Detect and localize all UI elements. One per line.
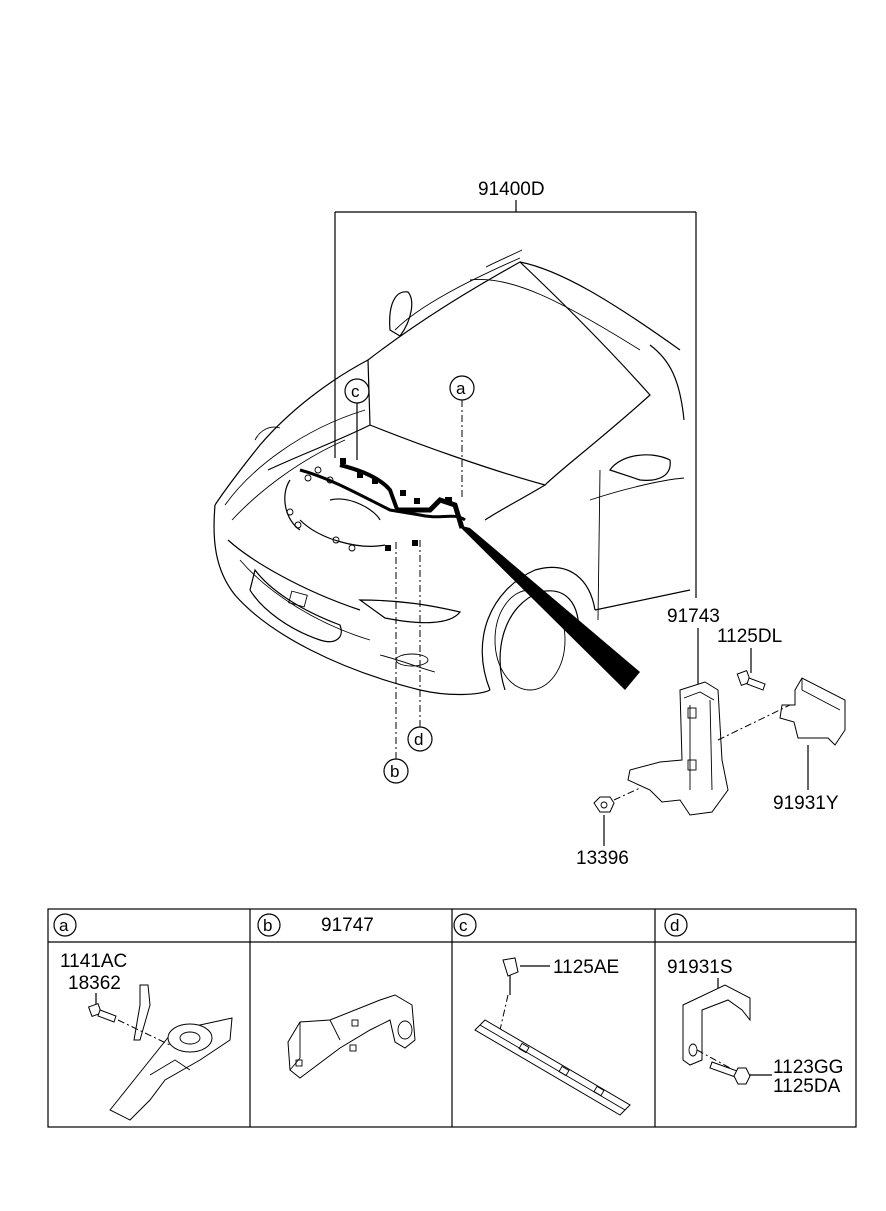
part-91931Y-label[interactable]: 91931Y	[773, 793, 839, 814]
detail-cell-c-letter: c	[459, 916, 468, 935]
callout-a[interactable]: a	[449, 375, 475, 500]
detail-cell-b: b 91747	[257, 913, 416, 1079]
wiring-harness	[284, 458, 640, 690]
part-1125DA-label[interactable]: 1125DA	[773, 1076, 841, 1097]
detail-cell-d: d 91931S 1123GG 1125DA	[664, 913, 843, 1097]
part-1123GG-label[interactable]: 1123GG	[773, 1057, 843, 1078]
part-1125DL-label[interactable]: 1125DL	[717, 626, 782, 647]
detail-cell-c: c 1125AE	[453, 913, 631, 1116]
part-1141AC-label[interactable]: 1141AC	[60, 951, 127, 972]
bracket-91743-drawing	[627, 628, 729, 816]
callout-d-letter: d	[414, 730, 423, 749]
part-91743-label[interactable]: 91743	[667, 606, 720, 627]
part-91747-label[interactable]: 91747	[321, 915, 374, 936]
part-13396-label[interactable]: 13396	[576, 848, 629, 869]
callout-c[interactable]: c	[344, 378, 370, 460]
detail-cell-a-letter: a	[59, 916, 69, 935]
callout-b-letter: b	[390, 762, 399, 781]
callout-b[interactable]: b	[383, 540, 409, 784]
detail-d-drawing	[682, 984, 751, 1085]
part-18362-label[interactable]: 18362	[68, 973, 121, 994]
part-1125AE-label[interactable]: 1125AE	[553, 957, 619, 978]
detail-cell-a: a 1141AC 18362	[53, 913, 233, 1121]
detail-cell-b-letter: b	[263, 916, 272, 935]
car-illustration	[213, 249, 691, 696]
bolt-1125DL-drawing	[736, 648, 766, 691]
callout-d[interactable]: d	[407, 540, 433, 752]
nut-13396-drawing	[593, 787, 641, 846]
detail-table	[47, 908, 857, 1128]
bracket-91931Y-drawing	[717, 677, 846, 790]
detail-a-drawing	[87, 984, 233, 1121]
callout-c-letter: c	[351, 382, 360, 401]
callout-a-letter: a	[456, 379, 466, 398]
detail-cell-d-letter: d	[670, 916, 679, 935]
detail-c-drawing	[474, 957, 631, 1116]
part-91931S-label[interactable]: 91931S	[667, 957, 733, 978]
assembly-bracket	[334, 200, 697, 598]
detail-b-drawing	[287, 994, 416, 1079]
assembly-part-number[interactable]: 91400D	[478, 179, 545, 200]
